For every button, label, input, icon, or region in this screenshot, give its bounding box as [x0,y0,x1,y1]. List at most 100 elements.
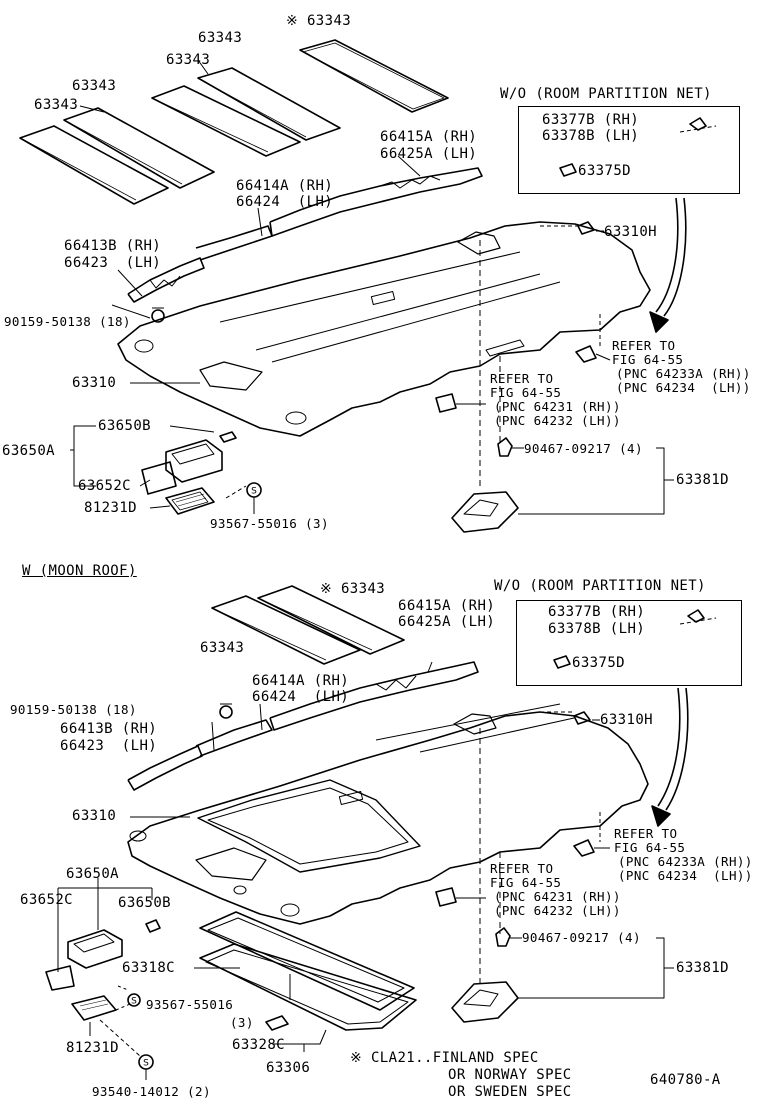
pad-63343-star-bottom [257,585,405,655]
label-63381d-bottom: 63381D [676,960,729,976]
svg-text:S: S [143,1059,149,1069]
label-63377b-bottom: 63377B (RH) [548,604,646,620]
footnote-line-3: OR SWEDEN SPEC [448,1084,572,1100]
refer-a-bottom-l4: (PNC 64234 (LH)) [618,868,753,883]
clip-90159-bottom [219,703,233,719]
label-63328c: 63328C [232,1037,285,1053]
wo-box-top [518,106,740,194]
refer-a-top-l1: REFER TO [612,338,676,353]
refer-b-top-l2: FIG 64-55 [490,385,562,400]
lens-81231d-top [165,487,215,515]
label-63378b-top: 63378B (LH) [542,128,640,144]
svg-text:S: S [131,997,137,1007]
pad-63343-star [299,39,449,113]
label-63381d-top: 63381D [676,472,729,488]
hook-64233a-top [575,345,611,363]
label-81231d-bottom: 81231D [66,1040,119,1056]
label-66413b-top: 66413B (RH) [64,238,162,254]
refer-a-bottom-l1: REFER TO [614,826,678,841]
label-93567-top: 93567-55016 (3) [210,516,329,531]
label-66425a-top: 66425A (LH) [380,146,478,162]
refer-a-top-l2: FIG 64-55 [612,352,684,367]
label-66423-top: 66423 (LH) [64,255,162,271]
label-81231d-top: 81231D [84,500,137,516]
label-63310h-top: 63310H [604,224,657,240]
hook-64231-bottom [435,887,486,907]
reinforcement-66413b-bottom [127,745,203,791]
label-93567-qty-bottom: (3) [230,1015,254,1030]
refer-a-bottom-l3: (PNC 64233A (RH)) [618,854,753,869]
refer-b-bottom-l2: FIG 64-55 [490,875,562,890]
lamp-63652c-bottom [45,965,75,991]
refer-a-bottom-l2: FIG 64-55 [614,840,686,855]
wo-box-bottom [516,600,742,686]
label-63377b-top: 63377B (RH) [542,112,640,128]
clip-63328c [265,1015,289,1031]
label-66415a-bottom: 66415A (RH) [398,598,496,614]
label-93567-bottom: 93567-55016 [146,997,234,1012]
screw-93567-bottom [127,993,141,1007]
hook-64233a-bottom [573,839,610,857]
wo-title-top: W/O (ROOM PARTITION NET) [500,86,712,102]
label-66414a-bottom: 66414A (RH) [252,673,350,689]
svg-text:S: S [251,487,257,497]
label-66425a-bottom: 66425A (LH) [398,614,496,630]
lamp-63650a-bottom [67,929,123,969]
label-63343-top-c: 63343 [198,30,243,46]
reinforcement-66413b [127,257,205,303]
label-63343-top-a: 63343 [72,78,117,94]
lamp-63652c-top [141,461,177,495]
label-63650b-bottom: 63650B [118,895,171,911]
pad-63343-d [19,125,169,205]
lens-81231d-bottom [71,995,117,1021]
label-90159-bottom: 90159-50138 (18) [10,702,137,717]
label-63375d-bottom: 63375D [572,655,625,671]
label-63310-top: 63310 [72,375,117,391]
headliner-63310-top [117,221,651,437]
pad-63343-a [63,107,215,189]
label-63343-bottom: 63343 [200,640,245,656]
label-63310h-bottom: 63310H [600,712,653,728]
label-63343-star-top: ※ 63343 [286,13,352,29]
clip-63310h-bottom [573,711,591,725]
label-63650b-top: 63650B [98,418,151,434]
refer-a-top-l4: (PNC 64234 (LH)) [616,380,751,395]
label-66414a-top: 66414A (RH) [236,178,334,194]
arrow-wo-top [649,197,687,333]
label-66424-bottom: 66424 (LH) [252,689,350,705]
footnote-line-1: ※ CLA21..FINLAND SPEC [350,1050,539,1066]
reinforcement-66414a [195,225,273,261]
refer-b-top-l1: REFER TO [490,371,554,386]
label-66415a-top: 66415A (RH) [380,129,478,145]
arrow-wo-bottom [651,687,689,827]
hook-64231-top [435,393,486,413]
pad-63343-bottom [211,595,361,665]
label-63343-star-bottom: ※ 63343 [320,581,386,597]
label-63652c-top: 63652C [78,478,131,494]
sunshade-63306 [199,943,417,1031]
label-66424-top: 66424 (LH) [236,194,334,210]
clip-90159-top [151,307,165,323]
cover-63381d-bottom [451,981,519,1023]
reinforcement-66414a-bottom [195,719,273,757]
sunshade-63318c [199,911,415,1011]
clip-90467-bottom [495,927,511,947]
section-title-moon-roof: W (MOON ROOF) [22,563,137,579]
label-63652c-bottom: 63652C [20,892,73,908]
figure-id: 640780-A [650,1072,721,1088]
refer-b-top-l3: (PNC 64231 (RH)) [494,399,621,414]
reinforcement-66415a [269,167,483,237]
refer-b-bottom-l3: (PNC 64231 (RH)) [494,889,621,904]
label-63310-bottom: 63310 [72,808,117,824]
label-90467-top: 90467-09217 (4) [524,441,643,456]
refer-b-bottom-l4: (PNC 64232 (LH)) [494,903,621,918]
cover-63381d-top [451,491,519,533]
pad-63343-c [197,67,341,141]
label-63318c: 63318C [122,960,175,976]
clip-90467-top [497,437,513,457]
headliner-63310-bottom [127,703,649,925]
pad-63343-b [151,85,301,157]
label-63343-top-d: 63343 [34,97,79,113]
